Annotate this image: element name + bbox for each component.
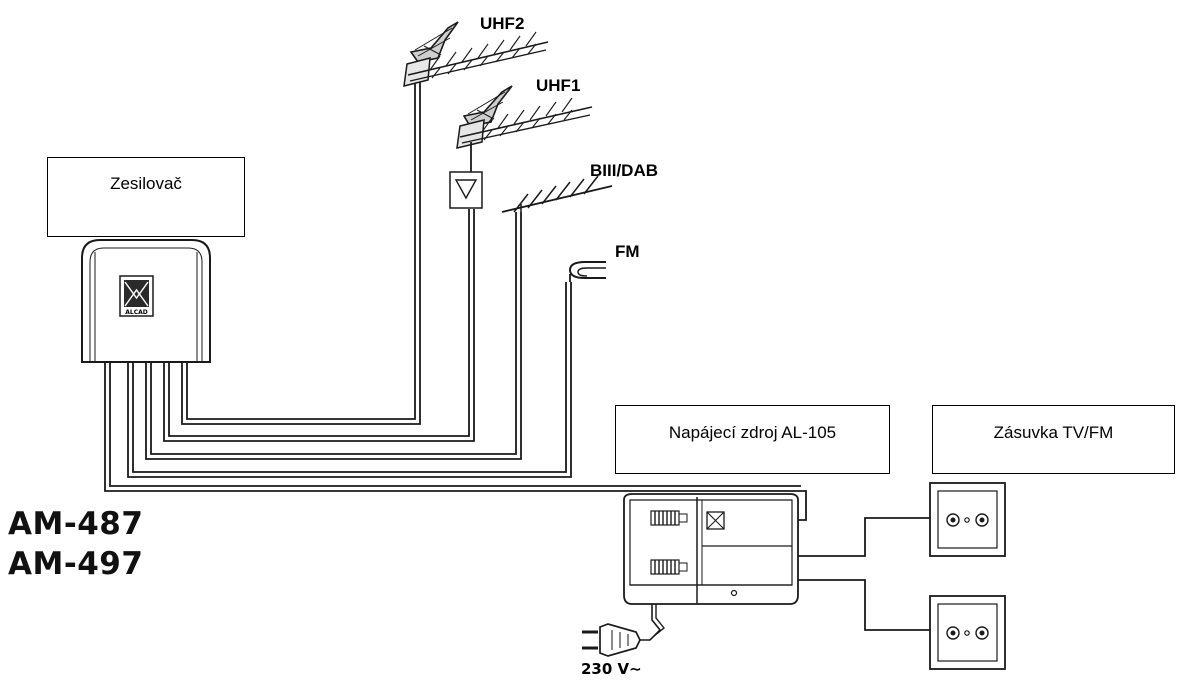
tv-fm-socket-1 [929, 482, 1006, 557]
cable-power [104, 362, 807, 521]
uhf2-antenna-icon [403, 21, 549, 87]
cable-socket-1 [798, 517, 933, 557]
amplifier-label: Zesilovač [110, 174, 182, 193]
biii-dab-label: BIII/DAB [590, 161, 658, 180]
power-supply-unit [623, 493, 799, 605]
uhf1-label: UHF1 [536, 76, 581, 95]
biii-dab-antenna-icon [501, 175, 613, 213]
alcad-logo: ALCAD [119, 275, 154, 317]
cable-biii-dab [145, 212, 522, 460]
led-indicator [730, 589, 738, 597]
power-supply-label: Napájecí zdroj AL-105 [668, 423, 837, 442]
cable-socket-2 [798, 579, 933, 631]
cable-fm [127, 282, 572, 478]
fm-label: FM [615, 242, 640, 261]
connector-top-icon [650, 510, 688, 526]
mains-plug-icon [582, 604, 665, 657]
power-supply-label-box: Napájecí zdroj AL-105 [615, 405, 890, 474]
uhf2-label: UHF2 [480, 14, 525, 33]
tv-fm-socket-2 [929, 595, 1006, 670]
alcad-logo-text: ALCAD [125, 309, 148, 316]
model-am-497: AM-497 [8, 546, 144, 582]
socket-label: Zásuvka TV/FM [993, 423, 1114, 442]
preamplifier-icon [449, 171, 483, 209]
uhf1-antenna-icon [456, 85, 593, 172]
fuse-icon [706, 511, 725, 530]
cable-uhf1 [163, 209, 475, 442]
voltage-label: 230 V∼ [581, 660, 642, 678]
fm-antenna-icon [568, 261, 606, 282]
cable-uhf2 [181, 82, 421, 425]
amplifier-label-box: Zesilovač [47, 157, 245, 237]
connector-bottom-icon [650, 559, 688, 575]
amplifier-unit: ALCAD [81, 239, 211, 363]
socket-label-box: Zásuvka TV/FM [932, 405, 1175, 474]
model-am-487: AM-487 [8, 506, 144, 542]
